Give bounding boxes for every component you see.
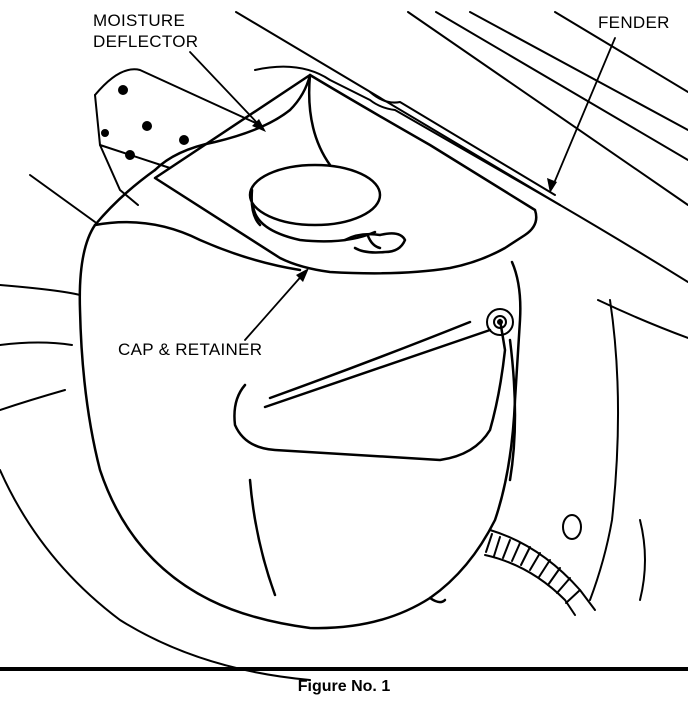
mounting-bolt [486,308,514,336]
moisture-deflector-label-line2: DEFLECTOR [93,32,199,51]
moisture-deflector-leader [189,51,263,129]
fender-arrowhead [547,178,557,193]
cap-retainer-arrowhead [296,268,309,282]
caption-divider [0,667,688,671]
cap-retainer-label: CAP & RETAINER [118,340,263,359]
moisture-deflector [153,73,538,275]
reservoir-tank [78,168,522,630]
fender-label: FENDER [598,13,670,32]
cap-and-retainer [248,163,407,254]
fender-leader [551,37,616,189]
figure-caption: Figure No. 1 [297,678,391,695]
inner-fender-rail [94,68,261,206]
fender-lip [254,65,561,206]
fender-body [235,11,688,601]
leader-arrowheads [252,119,557,282]
moisture-deflector-label-line1: MOISTURE [93,11,186,30]
cap-retainer-leader [244,271,306,341]
corrugated-hose [484,529,596,616]
leader-lines [189,37,616,341]
moisture-deflector-arrowhead [252,119,266,132]
moisture-deflector-label: MOISTURE DEFLECTOR [93,10,198,52]
background-arcs [0,174,311,681]
